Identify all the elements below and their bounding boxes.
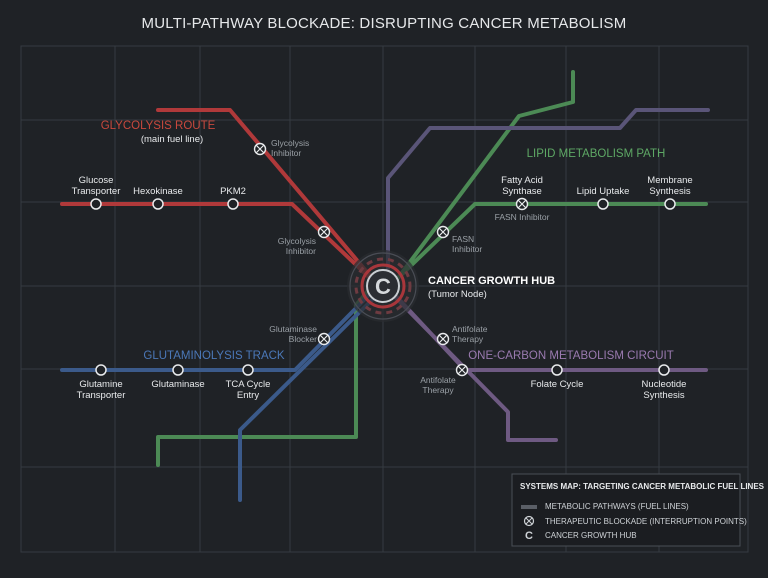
legend-item-hub: C CANCER GROWTH HUB bbox=[525, 530, 637, 542]
cancer-growth-hub: C CANCER GROWTH HUB (Tumor Node) bbox=[347, 250, 555, 322]
station-label: Folate Cycle bbox=[531, 379, 584, 390]
hub-icon: C bbox=[525, 530, 533, 542]
blockade-icon bbox=[436, 332, 450, 346]
station-marker bbox=[90, 198, 102, 210]
lipid-route-label: LIPID METABOLISM PATH bbox=[527, 148, 666, 160]
blockade-icon bbox=[515, 197, 529, 211]
station-label: Nucleotide bbox=[642, 379, 687, 390]
glycolysis-route-line bbox=[60, 108, 374, 282]
station-folate-cycle: Folate Cycle bbox=[531, 364, 584, 390]
blockade-glycolysis-inhibitor-2: Glycolysis Inhibitor bbox=[278, 225, 331, 256]
station-marker bbox=[664, 198, 676, 210]
blockade-glutaminase-blocker: Glutaminase Blocker bbox=[269, 324, 331, 346]
station-fatty-acid-synthase: Fatty Acid Synthase bbox=[501, 175, 543, 197]
station-marker bbox=[227, 198, 239, 210]
station-label: Lipid Uptake bbox=[577, 186, 630, 197]
legend-item-fuel-lines: METABOLIC PATHWAYS (FUEL LINES) bbox=[521, 502, 689, 511]
station-label: Glutaminase bbox=[151, 379, 204, 390]
station-label: Glutamine bbox=[79, 379, 122, 390]
glutaminolysis-route-label: GLUTAMINOLYSIS TRACK bbox=[143, 350, 285, 362]
blockade-icon bbox=[436, 225, 450, 239]
station-label: PKM2 bbox=[220, 186, 246, 197]
blockade-label: Inhibitor bbox=[452, 244, 482, 254]
station-lipid-uptake: Lipid Uptake bbox=[577, 186, 630, 210]
blockade-fasn-inhibitor-2: FASN Inhibitor bbox=[436, 225, 482, 254]
legend-label: METABOLIC PATHWAYS (FUEL LINES) bbox=[545, 502, 689, 511]
blockade-label: Antifolate bbox=[420, 375, 456, 385]
blockade-icon bbox=[455, 363, 469, 377]
page-title: MULTI-PATHWAY BLOCKADE: DISRUPTING CANCE… bbox=[142, 15, 627, 32]
station-pkm2: PKM2 bbox=[220, 186, 246, 210]
station-label: Membrane bbox=[647, 175, 692, 186]
station-marker bbox=[551, 364, 563, 376]
station-label: TCA Cycle bbox=[226, 379, 271, 390]
blockade-label: Glycolysis bbox=[278, 236, 316, 246]
station-hexokinase: Hexokinase bbox=[133, 186, 183, 210]
legend-item-blockade: THERAPEUTIC BLOCKADE (INTERRUPTION POINT… bbox=[523, 515, 747, 527]
station-label: Transporter bbox=[72, 186, 121, 197]
station-tca-cycle-entry: TCA Cycle Entry bbox=[226, 364, 271, 401]
blockade-label: FASN bbox=[452, 234, 474, 244]
station-marker bbox=[597, 198, 609, 210]
glutaminolysis-line bbox=[60, 290, 382, 502]
blockade-label: Therapy bbox=[422, 385, 454, 395]
blockade-label: Antifolate bbox=[452, 324, 488, 334]
hub-label: CANCER GROWTH HUB bbox=[428, 275, 555, 287]
hub-sublabel: (Tumor Node) bbox=[428, 289, 487, 300]
blockade-icon bbox=[317, 225, 331, 239]
station-marker bbox=[242, 364, 254, 376]
station-label: Synthesis bbox=[643, 390, 684, 401]
glycolysis-route-label: GLYCOLYSIS ROUTE bbox=[101, 120, 216, 132]
blockade-antifolate-therapy-2: Antifolate Therapy bbox=[420, 363, 469, 395]
station-label: Synthesis bbox=[649, 186, 690, 197]
lipid-line bbox=[156, 70, 708, 467]
station-label: Transporter bbox=[77, 390, 126, 401]
station-label: Fatty Acid bbox=[501, 175, 543, 186]
station-label: Synthase bbox=[502, 186, 542, 197]
legend-title: SYSTEMS MAP: TARGETING CANCER METABOLIC … bbox=[520, 482, 765, 491]
station-marker bbox=[658, 364, 670, 376]
station-glucose-transporter: Glucose Transporter bbox=[72, 175, 121, 210]
hub-icon: C bbox=[375, 274, 391, 299]
glycolysis-route-sublabel: (main fuel line) bbox=[141, 134, 203, 145]
station-glutaminase: Glutaminase bbox=[151, 364, 205, 390]
blockade-icon bbox=[317, 332, 331, 346]
blockade-label: Inhibitor bbox=[286, 246, 316, 256]
blockade-label: Therapy bbox=[452, 334, 484, 344]
station-label: Hexokinase bbox=[133, 186, 183, 197]
station-label: Entry bbox=[237, 390, 259, 401]
blockade-label: Glycolysis bbox=[271, 138, 309, 148]
hub-connector-line bbox=[386, 108, 710, 270]
station-label: Glucose bbox=[79, 175, 114, 186]
station-marker bbox=[172, 364, 184, 376]
blockade-label: Glutaminase bbox=[269, 324, 317, 334]
line-swatch bbox=[521, 505, 537, 509]
blockade-label: FASN Inhibitor bbox=[495, 212, 550, 222]
legend: SYSTEMS MAP: TARGETING CANCER METABOLIC … bbox=[511, 473, 765, 547]
blockade-label: Inhibitor bbox=[271, 148, 301, 158]
station-membrane-synthesis: Membrane Synthesis bbox=[647, 175, 693, 210]
blockade-antifolate-therapy-1: Antifolate Therapy bbox=[436, 324, 488, 346]
station-marker bbox=[95, 364, 107, 376]
blockade-icon bbox=[523, 515, 535, 527]
blockade-icon bbox=[253, 142, 267, 156]
one-carbon-route-label: ONE-CARBON METABOLISM CIRCUIT bbox=[468, 350, 674, 362]
station-nucleotide-synthesis: Nucleotide Synthesis bbox=[642, 364, 687, 401]
blockade-label: Blocker bbox=[289, 334, 318, 344]
station-glutamine-transporter: Glutamine Transporter bbox=[77, 364, 126, 401]
legend-label: THERAPEUTIC BLOCKADE (INTERRUPTION POINT… bbox=[545, 517, 747, 526]
station-marker bbox=[152, 198, 164, 210]
blockade-fasn-inhibitor-1: FASN Inhibitor bbox=[495, 197, 550, 222]
blockade-glycolysis-inhibitor-1: Glycolysis Inhibitor bbox=[253, 138, 309, 158]
legend-label: CANCER GROWTH HUB bbox=[545, 531, 637, 540]
